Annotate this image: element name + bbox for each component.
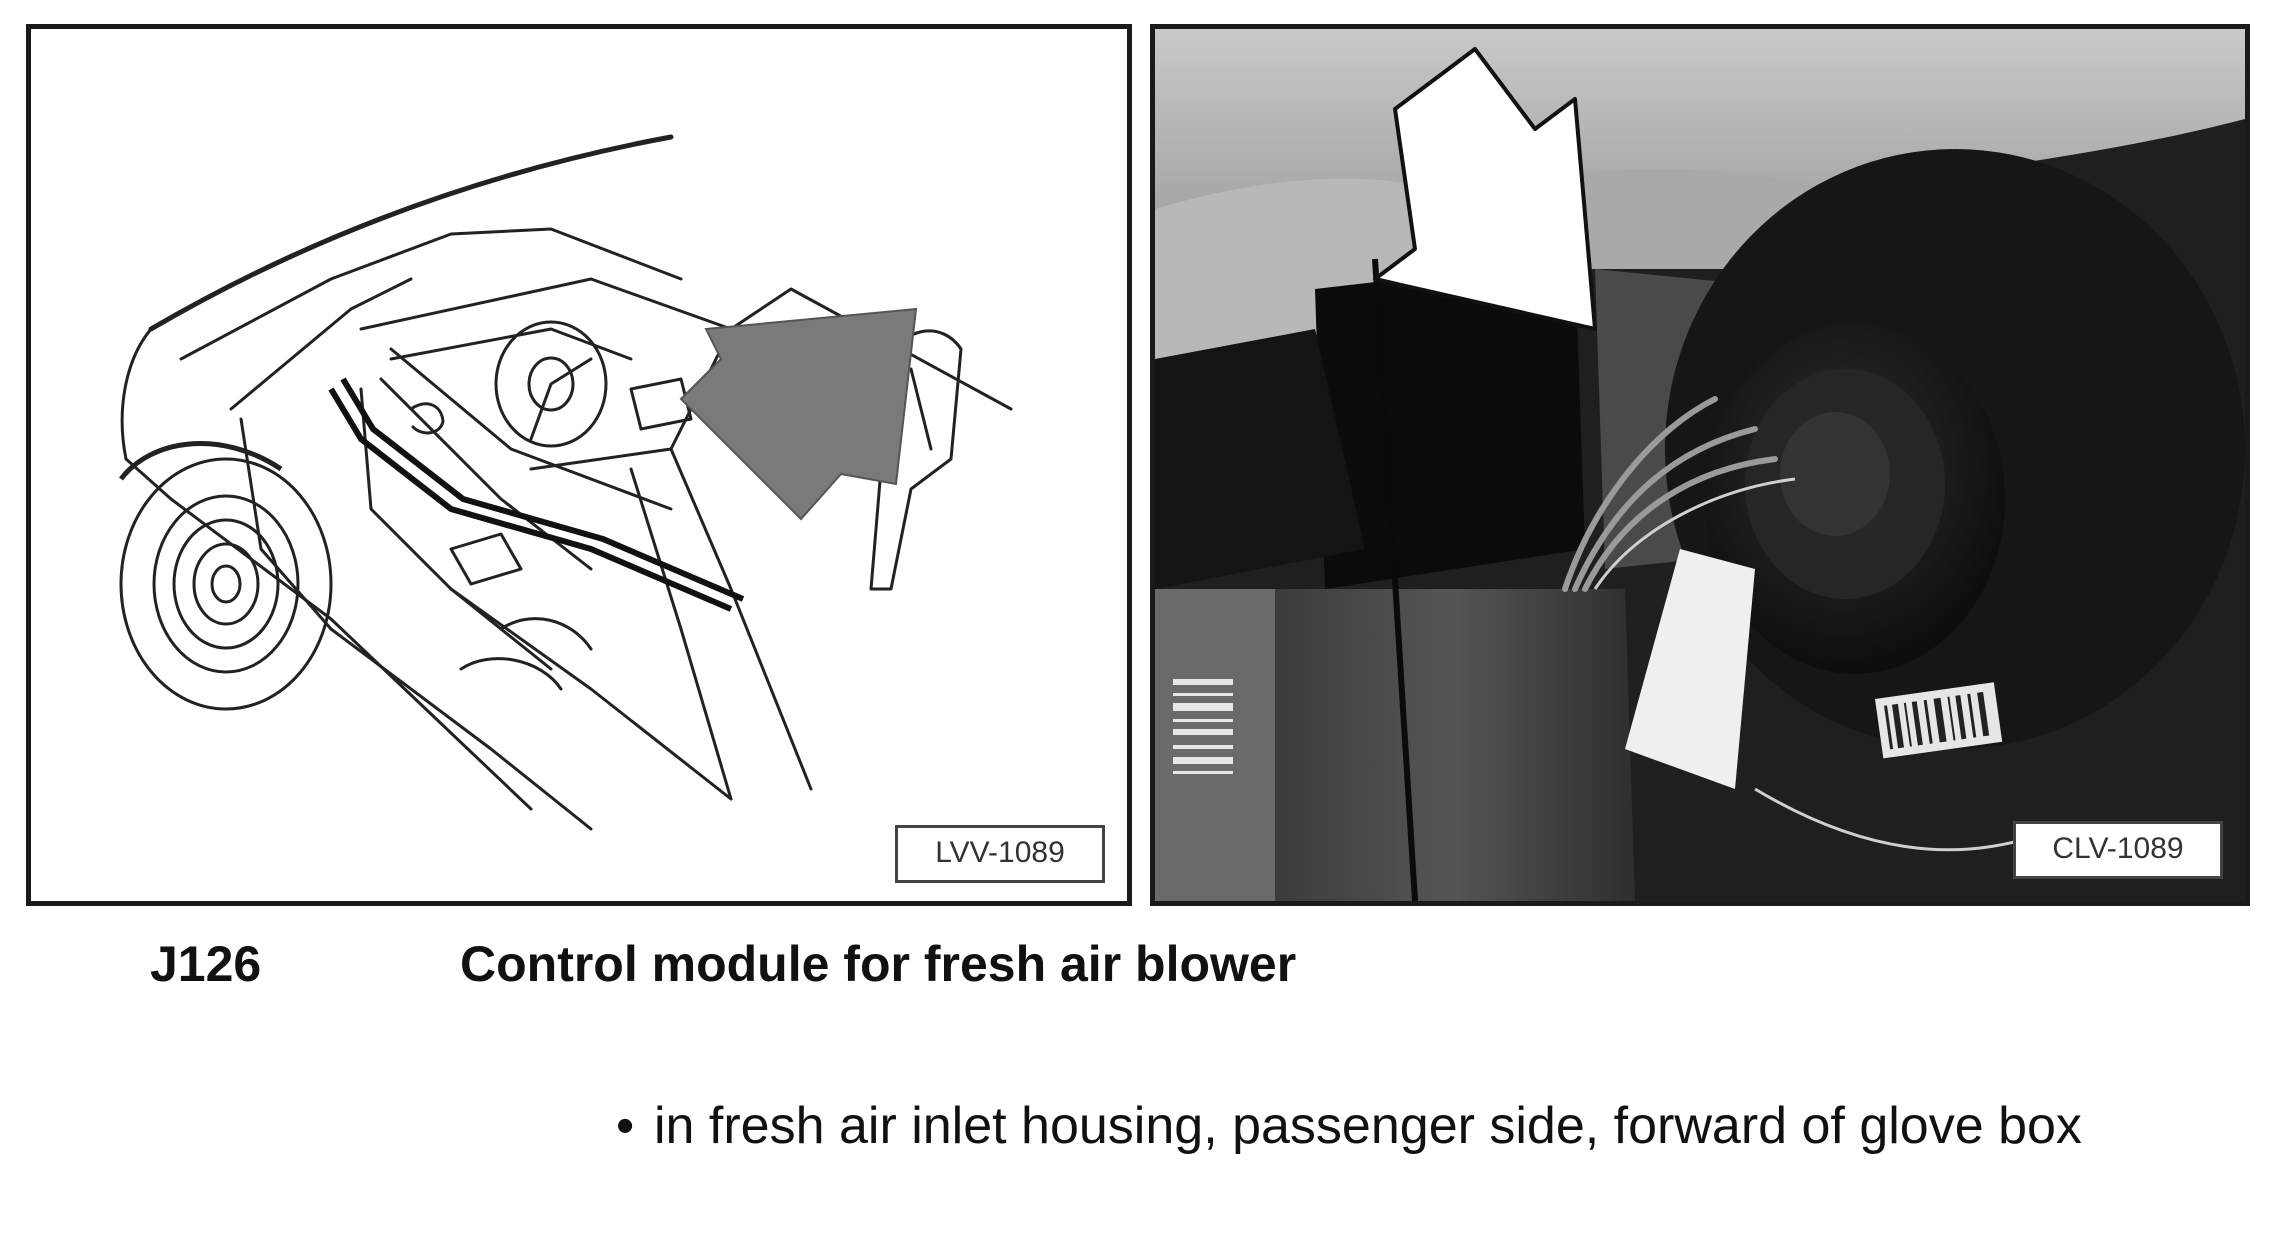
component-title: Control module for fresh air blower <box>460 936 1297 992</box>
location-arrow <box>1373 47 1597 331</box>
blower-photo-illustration <box>1155 29 2245 901</box>
location-arrow <box>679 307 918 521</box>
component-code: J126 <box>150 936 262 992</box>
bullet-text: in fresh air inlet housing, passenger si… <box>654 1097 2082 1155</box>
list-item: • in fresh air inlet housing, passenger … <box>610 1090 2230 1162</box>
figure-code-label: LVV-1089 <box>895 825 1105 883</box>
figure-line-drawing: LVV-1089 <box>26 24 1132 906</box>
figure-code-label: CLV-1089 <box>2013 821 2223 879</box>
figure-photo: CLV-1089 <box>1150 24 2250 906</box>
bullet-icon: • <box>616 1097 635 1155</box>
car-interior-illustration <box>119 134 1013 831</box>
location-notes: • in fresh air inlet housing, passenger … <box>610 1090 2230 1162</box>
